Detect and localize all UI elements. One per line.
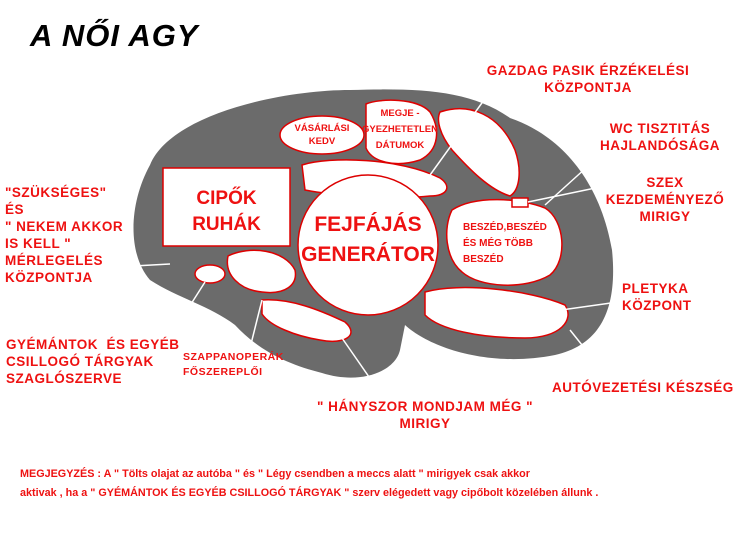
pointer-senses <box>424 81 498 183</box>
pointer-lines <box>114 81 619 401</box>
label-need: "SZÜKSÉGES" ÉS " NEKEM AKKOR IS KELL " M… <box>5 185 124 285</box>
pointer-repeat <box>341 337 386 401</box>
region-sex-gland <box>511 197 529 208</box>
pointer-need <box>114 263 171 268</box>
region-dates-blob <box>365 99 438 165</box>
label-sex: SZEX KEZDEMÉNYEZŐ MIRIGY <box>605 175 725 224</box>
region-gossip-fold <box>424 286 569 339</box>
pointer-sex <box>527 185 606 203</box>
region-talk-label: BESZÉD,BESZÉD ÉS MÉG TÖBB BESZÉD <box>463 222 547 265</box>
label-driving: AUTÓVEZETÉSI KÉSZSÉG <box>552 380 734 395</box>
label-diamonds: GYÉMÁNTOK ÉS EGYÉB CSILLOGÓ TÁRGYAK SZAG… <box>6 337 180 386</box>
label-wc: WC TISZTITÁS HAJLANDÓSÁGA <box>600 121 721 153</box>
footnote-line-2: aktivak , ha a " GYÉMÁNTOK ÉS EGYÉB CSIL… <box>20 487 599 499</box>
region-soap-fold <box>261 299 352 342</box>
label-gossip: PLETYKA KÖZPONT <box>622 281 692 313</box>
pointer-driving <box>569 329 611 381</box>
pointer-soap <box>249 299 263 349</box>
pointer-diamonds <box>164 281 206 346</box>
label-soap: SZAPPANOPERÁK FŐSZEREPLŐI <box>183 351 284 378</box>
region-headache-label: FEJFÁJÁS GENERÁTOR <box>301 213 435 266</box>
region-lower-left-fold <box>226 249 297 294</box>
pointer-gossip <box>489 301 619 321</box>
page-title: A NŐI AGY <box>30 18 199 53</box>
region-right-fold <box>437 108 520 197</box>
footnote-line-1: MEGJEGYZÉS : A " Tölts olajat az autóba … <box>20 468 530 480</box>
region-headache-circle <box>297 174 439 316</box>
region-shoes-label: CIPŐK RUHÁK <box>192 188 261 235</box>
region-dates-label: MEGJE - GYEZHETETLEN DÁTUMOK <box>362 108 439 151</box>
region-shoes-box <box>162 167 291 247</box>
region-smell-oval <box>194 264 226 284</box>
region-shopping-label: VÁSÁRLÁSI KEDV <box>294 123 350 147</box>
label-repeat: " HÁNYSZOR MONDJAM MÉG " MIRIGY <box>316 399 534 431</box>
pointer-wc <box>544 147 609 206</box>
region-shopping-oval <box>279 115 365 155</box>
label-senses: GAZDAG PASIK ÉRZÉKELÉSI KÖZPONTJA <box>486 63 690 95</box>
